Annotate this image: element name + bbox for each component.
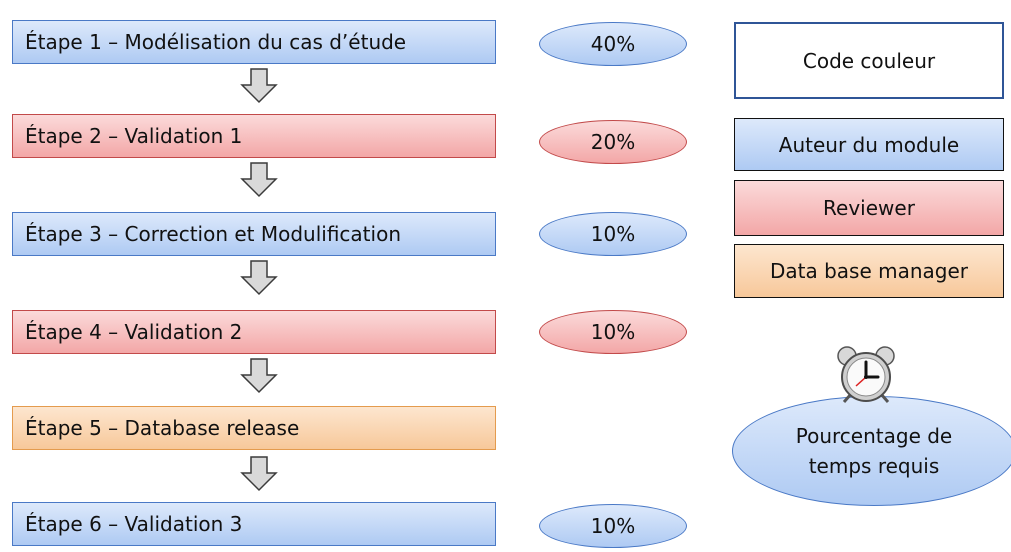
down-arrow-icon — [240, 260, 278, 296]
step-1-label: Étape 1 – Modélisation du cas d’étude — [25, 30, 407, 54]
percentage-value: 20% — [590, 130, 636, 154]
legend-item-label: Reviewer — [823, 196, 915, 220]
down-arrow-icon — [240, 162, 278, 198]
legend-item-database-manager: Data base manager — [734, 244, 1004, 298]
step-5-label: Étape 5 – Database release — [25, 416, 300, 440]
percentage-ellipse-step-3: 10% — [539, 212, 687, 256]
step-3-box: Étape 3 – Correction et Modulification — [12, 212, 496, 256]
down-arrow-icon — [240, 358, 278, 394]
percentage-ellipse-step-1: 40% — [539, 22, 687, 66]
percentage-value: 10% — [590, 222, 636, 246]
percentage-value: 40% — [590, 32, 636, 56]
step-3-label: Étape 3 – Correction et Modulification — [25, 222, 401, 246]
step-2-label: Étape 2 – Validation 1 — [25, 124, 243, 148]
step-4-label: Étape 4 – Validation 2 — [25, 320, 243, 344]
time-required-ellipse: Pourcentage de temps requis — [732, 396, 1011, 506]
alarm-clock-icon — [837, 346, 895, 403]
step-2-box: Étape 2 – Validation 1 — [12, 114, 496, 158]
down-arrow-icon — [240, 456, 278, 492]
percentage-ellipse-step-4: 10% — [539, 310, 687, 354]
step-1-box: Étape 1 – Modélisation du cas d’étude — [12, 20, 496, 64]
percentage-ellipse-step-6: 10% — [539, 504, 687, 548]
legend-item-author: Auteur du module — [734, 118, 1004, 171]
step-5-box: Étape 5 – Database release — [12, 406, 496, 450]
step-6-box: Étape 6 – Validation 3 — [12, 502, 496, 546]
legend-item-label: Data base manager — [769, 259, 969, 283]
percentage-value: 10% — [590, 320, 636, 344]
percentage-value: 10% — [590, 514, 636, 538]
time-required-line-2: temps requis — [808, 454, 940, 478]
down-arrow-icon — [240, 68, 278, 104]
legend-item-reviewer: Reviewer — [734, 180, 1004, 236]
legend-title-box: Code couleur — [734, 22, 1004, 99]
percentage-ellipse-step-2: 20% — [539, 120, 687, 164]
time-required-line-1: Pourcentage de — [795, 424, 953, 448]
step-4-box: Étape 4 – Validation 2 — [12, 310, 496, 354]
legend-title: Code couleur — [802, 48, 936, 73]
legend-item-label: Auteur du module — [778, 132, 960, 157]
step-6-label: Étape 6 – Validation 3 — [25, 512, 243, 536]
